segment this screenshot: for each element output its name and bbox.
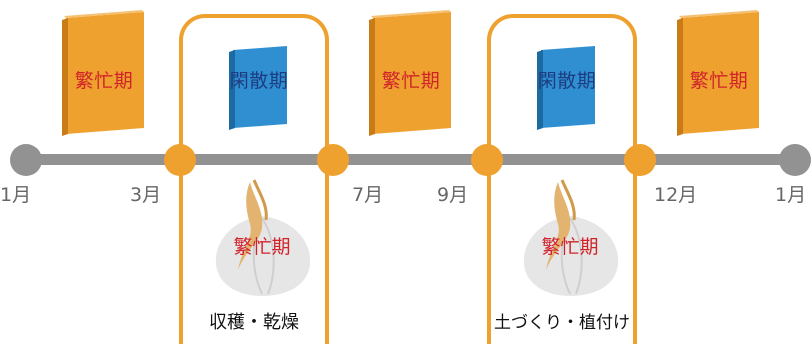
off-season-frame-1 xyxy=(179,14,329,344)
month-label: 1月 xyxy=(775,184,807,206)
task-label-harvest: 収穫・乾燥 xyxy=(209,312,299,333)
blue-book-icon xyxy=(229,46,287,130)
garlic-illustration-1: 繁忙期 xyxy=(206,176,318,298)
busy-label: 繁忙期 xyxy=(381,70,441,92)
month-label: 9月 xyxy=(437,184,469,206)
busy-label: 繁忙期 xyxy=(541,236,599,258)
timeline-axis xyxy=(26,154,794,165)
month-label: 7月 xyxy=(352,184,384,206)
off-season-frame-2 xyxy=(487,14,637,344)
timeline-end-dot xyxy=(779,144,811,176)
month-label: 12月 xyxy=(654,184,698,206)
timeline-dot-december xyxy=(624,144,656,176)
blue-book-icon xyxy=(537,46,595,130)
busy-label: 繁忙期 xyxy=(233,236,291,258)
off-label: 閑散期 xyxy=(229,70,289,92)
off-book-1: 閑散期 xyxy=(229,44,289,130)
busy-label: 繁忙期 xyxy=(689,70,749,92)
off-book-2: 閑散期 xyxy=(537,44,597,130)
garlic-icon xyxy=(523,179,619,296)
garlic-illustration-2: 繁忙期 xyxy=(514,176,626,298)
month-label: 1月 xyxy=(0,184,32,206)
off-label: 閑散期 xyxy=(537,70,597,92)
timeline-dot-march xyxy=(164,144,196,176)
task-label-planting: 土づくり・植付け xyxy=(494,313,630,333)
orange-book-icon xyxy=(677,10,759,136)
timeline-start-dot xyxy=(10,144,42,176)
timeline-dot-september xyxy=(471,144,503,176)
month-label: 3月 xyxy=(130,184,162,206)
busy-book-3: 繁忙期 xyxy=(677,10,761,136)
garlic-icon xyxy=(215,179,311,296)
busy-label: 繁忙期 xyxy=(74,70,134,92)
timeline-dot-july xyxy=(317,144,349,176)
busy-book-2: 繁忙期 xyxy=(369,10,453,136)
orange-book-icon xyxy=(62,10,144,136)
orange-book-icon xyxy=(369,10,451,136)
busy-book-1: 繁忙期 xyxy=(62,10,146,136)
